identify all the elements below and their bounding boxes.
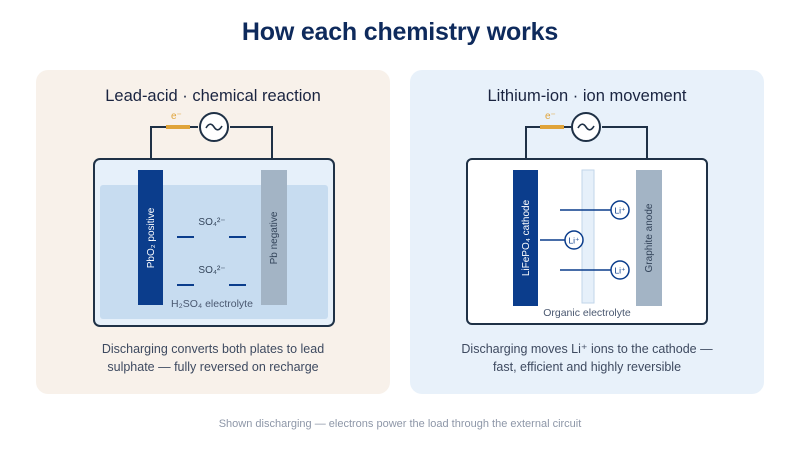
anode-label: Graphite anode <box>644 203 655 272</box>
sulphate-ion-label-top: SO₄²⁻ <box>198 217 225 228</box>
lithium-ion-panel: Lithium-ion · ion movement e⁻ LiFePO₄ ca… <box>410 70 764 394</box>
circuit-wire-left <box>150 126 198 159</box>
lithium-ion-label: Li⁺ <box>614 266 626 276</box>
negative-plate-label: Pb negative <box>269 211 280 264</box>
caption-line: fast, efficient and highly reversible <box>492 360 682 374</box>
caption-line: Discharging converts both plates to lead <box>101 342 325 356</box>
circuit-wire-right <box>230 126 273 159</box>
circuit-wire-left <box>525 126 571 159</box>
lithium-ion-marker: Li⁺ <box>564 230 584 250</box>
electron-label: e⁻ <box>171 111 182 122</box>
negative-plate <box>261 170 287 305</box>
lead-acid-caption: Discharging converts both plates to lead… <box>36 340 390 376</box>
lithium-ion-marker: Li⁺ <box>610 260 630 280</box>
lithium-ion-label: Li⁺ <box>614 206 626 216</box>
electrolyte-label: Organic electrolyte <box>543 307 631 319</box>
lithium-ion-caption: Discharging moves Li⁺ ions to the cathod… <box>410 340 764 376</box>
lithium-ion-marker: Li⁺ <box>610 200 630 220</box>
separator <box>581 169 595 304</box>
anode <box>636 170 662 306</box>
circuit-wire-right <box>602 126 648 159</box>
lithium-ion-title: Lithium-ion · ion movement <box>487 87 687 105</box>
page-title: How each chemistry works <box>241 18 559 46</box>
electron-flow-marker <box>540 125 564 129</box>
lead-acid-panel: Lead-acid · chemical reaction e⁻ PbO₂ po… <box>36 70 390 394</box>
lead-acid-title: Lead-acid · chemical reaction <box>105 87 321 105</box>
lead-acid-diagram: e⁻ PbO₂ positive Pb negative SO₄²⁻ SO₄²⁻… <box>93 111 335 327</box>
load-icon <box>571 112 601 142</box>
lithium-ion-diagram: e⁻ LiFePO₄ cathode Graphite anode Li⁺ Li… <box>466 111 708 325</box>
caption-line: sulphate — fully reversed on recharge <box>107 360 319 374</box>
load-icon <box>199 112 229 142</box>
lithium-ion-label: Li⁺ <box>568 236 580 246</box>
electron-label: e⁻ <box>545 111 556 122</box>
footer-note: Shown discharging — electrons power the … <box>218 418 582 430</box>
sulphate-ion-label-bottom: SO₄²⁻ <box>198 265 225 276</box>
positive-plate <box>138 170 163 305</box>
electron-flow-marker <box>166 125 190 129</box>
cathode <box>513 170 538 306</box>
positive-plate-label: PbO₂ positive <box>146 207 157 268</box>
caption-line: Discharging moves Li⁺ ions to the cathod… <box>461 342 713 356</box>
cathode-label: LiFePO₄ cathode <box>521 199 532 276</box>
electrolyte-label: H₂SO₄ electrolyte <box>171 298 253 310</box>
